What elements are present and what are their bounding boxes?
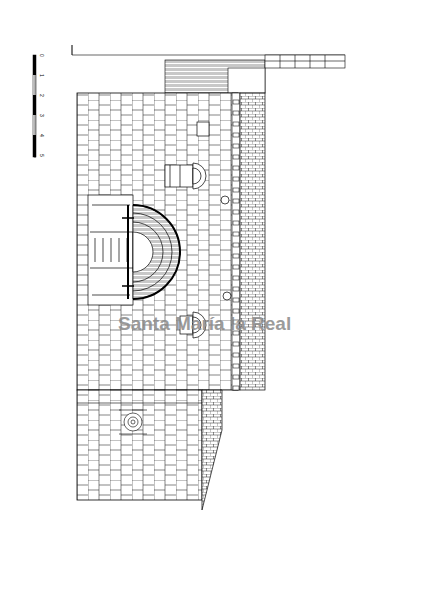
upper-structure bbox=[72, 45, 345, 93]
watermark: Santa María la Real bbox=[118, 313, 291, 335]
masonry-wall bbox=[77, 93, 238, 390]
windows bbox=[165, 122, 231, 338]
scale-number: 2 bbox=[39, 94, 45, 97]
scale-number: 0 bbox=[39, 54, 45, 57]
scale-number: 3 bbox=[39, 114, 45, 117]
masonry-wall-lower bbox=[77, 390, 202, 500]
scale-number: 1 bbox=[39, 74, 45, 77]
oculus bbox=[119, 410, 147, 434]
portal bbox=[88, 195, 180, 305]
lower-roof bbox=[202, 390, 222, 510]
corbel-strip bbox=[232, 93, 240, 390]
roof-tiles bbox=[240, 93, 265, 390]
scale-bar bbox=[33, 55, 36, 158]
scale-number: 4 bbox=[39, 134, 45, 137]
corbels bbox=[233, 100, 239, 390]
scale-number: 5 bbox=[39, 154, 45, 157]
